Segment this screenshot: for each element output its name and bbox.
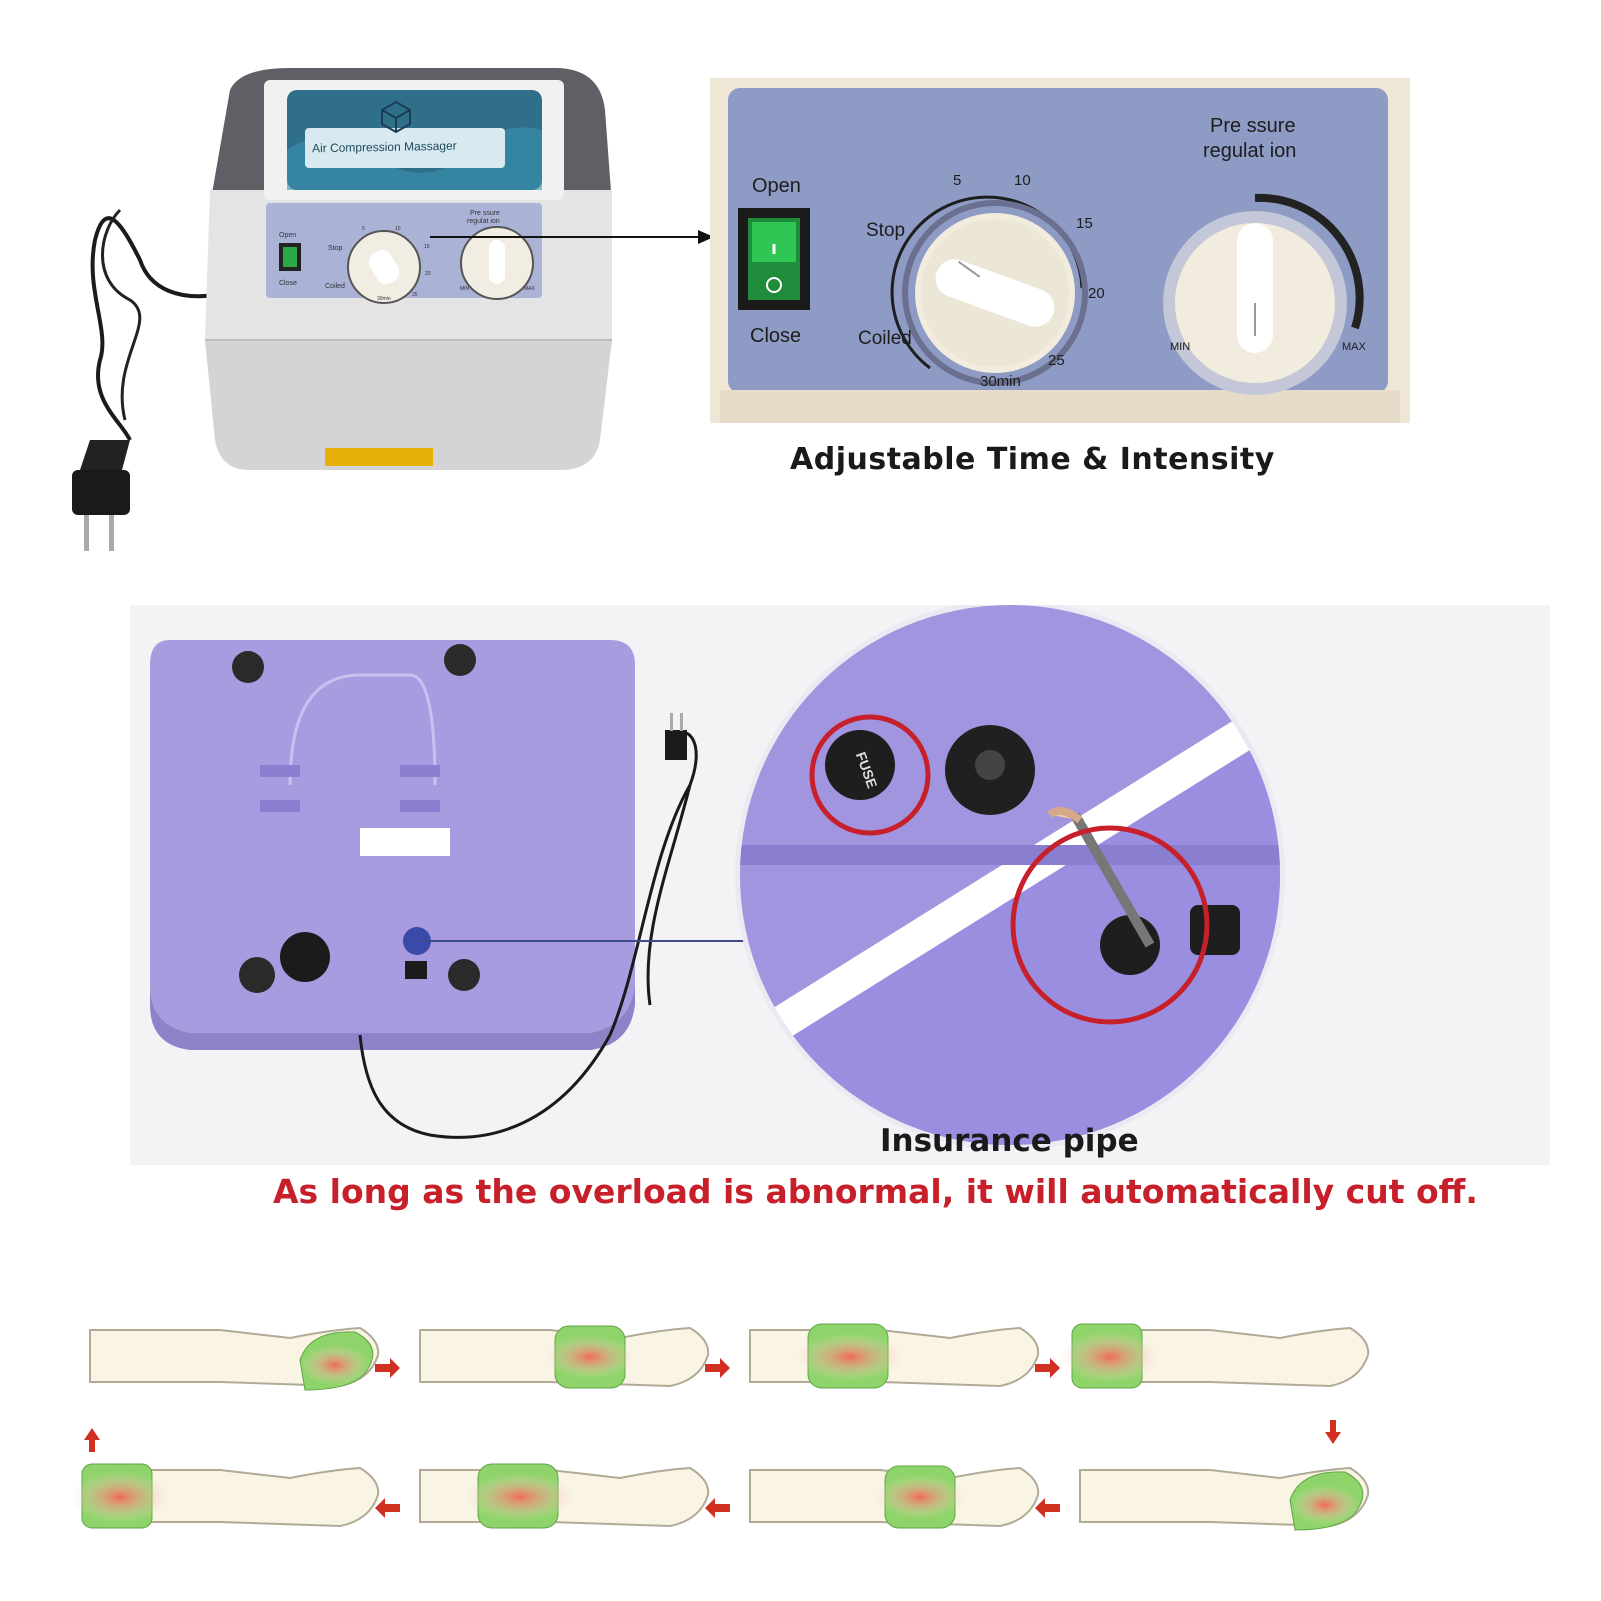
underside-plug-icon xyxy=(665,713,687,760)
leg-step-6 xyxy=(419,1463,710,1529)
small-coiled-label: Coiled xyxy=(325,283,345,290)
timer-knob xyxy=(890,195,1088,386)
power-cord xyxy=(90,216,216,441)
plug-icon xyxy=(72,440,130,551)
leg-step-1 xyxy=(89,1327,380,1391)
arrow-right-1 xyxy=(375,1358,400,1378)
zoom-tick-30: 30min xyxy=(980,373,1021,390)
arrow-up xyxy=(84,1428,100,1452)
leg-step-2 xyxy=(419,1325,710,1389)
small-tick-5: 5 xyxy=(362,226,365,232)
leg-step-8 xyxy=(1079,1467,1370,1531)
zoom-min-label: MIN xyxy=(1170,341,1191,353)
caption-insurance: Insurance pipe xyxy=(880,1123,1139,1159)
zoom-pressure-label-1: Pre ssure xyxy=(1210,115,1296,137)
small-max-label: MAX xyxy=(524,286,535,292)
leg-step-3 xyxy=(749,1323,1040,1389)
zoom-tick-20: 20 xyxy=(1088,285,1105,302)
zoom-tick-25: 25 xyxy=(1048,352,1065,369)
small-tick-15: 15 xyxy=(424,244,430,250)
small-min-label: MIN xyxy=(460,286,470,292)
compression-sequence-diagram xyxy=(70,1323,1370,1531)
zoom-max-label: MAX xyxy=(1342,341,1366,353)
arrow-right-2 xyxy=(705,1358,730,1378)
leg-step-4 xyxy=(1060,1323,1370,1389)
small-pressure-label-2: regulat ion xyxy=(467,218,500,225)
underside-power-cord xyxy=(358,731,698,1139)
zoom-pressure-label-2: regulat ion xyxy=(1203,140,1297,162)
small-tick-10: 10 xyxy=(395,226,401,232)
small-control-panel xyxy=(266,203,542,304)
small-tick-20: 20 xyxy=(425,271,431,277)
zoom-stop-label: Stop xyxy=(866,220,906,241)
arrow-left-3 xyxy=(1035,1498,1060,1518)
zoom-coiled-label: Coiled xyxy=(858,328,912,349)
small-stop-label: Stop xyxy=(328,245,343,252)
small-pressure-label-1: Pre ssure xyxy=(470,210,500,217)
zoom-control-panel xyxy=(710,78,1410,423)
arrow-down xyxy=(1325,1420,1341,1444)
device-photo xyxy=(72,68,612,551)
small-tick-30: 30min xyxy=(377,296,391,302)
leg-step-7 xyxy=(749,1465,1040,1529)
pressure-knob xyxy=(1163,193,1364,395)
zoom-close-label: Close xyxy=(750,325,802,347)
small-open-label: Open xyxy=(279,232,297,239)
zoom-tick-10: 10 xyxy=(1014,172,1031,189)
caption-adjustable: Adjustable Time & Intensity xyxy=(790,442,1275,477)
small-close-label: Close xyxy=(279,280,297,287)
caption-overload: As long as the overload is abnormal, it … xyxy=(273,1172,1478,1211)
underside-photo xyxy=(130,605,1550,1165)
fuse-zoom-circle xyxy=(735,605,1285,1150)
device-label-text: Air Compression Massager xyxy=(311,138,457,156)
arrow-right-3 xyxy=(1035,1358,1060,1378)
device-top-label xyxy=(264,80,564,200)
power-switch xyxy=(738,208,810,310)
leg-step-5 xyxy=(70,1463,380,1529)
pointer-arrow-top xyxy=(430,230,714,244)
zoom-open-label: Open xyxy=(752,175,801,197)
small-tick-25: 25 xyxy=(412,292,418,298)
arrow-left-2 xyxy=(705,1498,730,1518)
zoom-tick-5: 5 xyxy=(953,172,962,189)
cube-logo-icon xyxy=(381,100,411,134)
zoom-tick-15: 15 xyxy=(1076,215,1093,232)
device-underside xyxy=(150,640,635,1050)
arrow-left-1 xyxy=(375,1498,400,1518)
